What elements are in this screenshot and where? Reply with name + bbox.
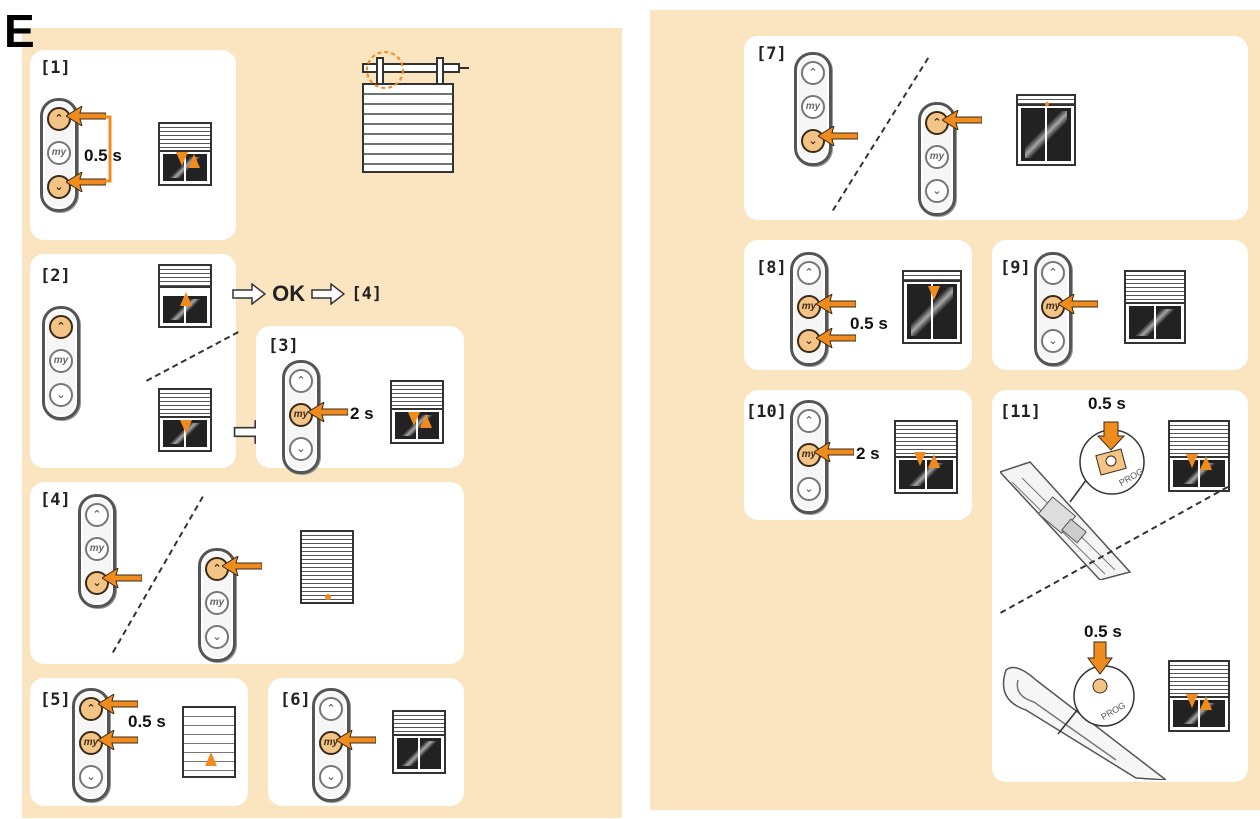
up-button-icon: ⌃ <box>797 261 821 285</box>
up-button-icon: ⌃ <box>797 409 821 433</box>
press-arrow-icon <box>308 402 348 422</box>
hollow-arrow-icon <box>232 283 266 306</box>
my-button-icon: my <box>79 731 103 755</box>
step-5-label: [5] <box>40 690 71 710</box>
shutter-icon <box>1168 660 1230 732</box>
press-arrow-icon <box>816 328 856 348</box>
remote-control-icon: ⌃ my ⌄ <box>794 52 832 166</box>
ok-flow: OK [4] <box>232 280 382 307</box>
timer-label: 2 s <box>350 404 374 423</box>
receiver-prog-icon <box>1000 421 1145 580</box>
down-button-icon: ⌄ <box>205 625 229 649</box>
press-arrow-icon <box>814 442 854 462</box>
up-button-icon: ⌃ <box>49 315 73 339</box>
down-button-icon: ⌄ <box>797 329 821 353</box>
down-button-icon: ⌄ <box>797 477 821 501</box>
press-arrow-icon <box>66 106 106 126</box>
press-arrow-icon <box>102 568 142 588</box>
my-button-icon: my <box>1041 295 1065 319</box>
press-arrow-icon <box>942 110 982 130</box>
remote-control-icon: ⌃ my ⌄ <box>282 360 320 474</box>
hollow-arrow-icon <box>311 283 346 306</box>
remote-control-icon: ⌃ my ⌄ <box>312 688 350 802</box>
shutter-icon <box>182 706 236 778</box>
goto-step-label: [4] <box>351 284 383 305</box>
shutter-icon <box>390 380 444 444</box>
my-button-icon: my <box>85 537 109 561</box>
up-button-icon: ⌃ <box>801 61 825 85</box>
shutter-icon <box>1016 94 1076 166</box>
press-arrow-icon <box>98 730 138 750</box>
up-button-icon: ⌃ <box>319 697 343 721</box>
remote-control-icon: ⌃ my ⌄ <box>198 548 236 662</box>
press-arrow-icon <box>66 172 106 192</box>
up-button-icon: ⌃ <box>85 503 109 527</box>
timer-label: 0.5 s <box>84 146 122 165</box>
down-button-icon: ⌄ <box>47 175 71 199</box>
press-arrow-icon <box>98 694 138 714</box>
shutter-icon <box>158 122 212 186</box>
timer-label: 0.5 s <box>128 712 166 731</box>
step-2-label: [2] <box>40 266 71 286</box>
down-button-icon: ⌄ <box>801 129 825 153</box>
step-11-label: [11] <box>1000 402 1041 422</box>
press-arrow-icon <box>1058 294 1098 314</box>
remote-control-icon: ⌃ my ⌄ <box>790 252 828 366</box>
up-button-icon: ⌃ <box>1041 261 1065 285</box>
shutter-icon <box>392 710 446 774</box>
shutter-icon <box>158 388 212 452</box>
up-button-icon: ⌃ <box>205 557 229 581</box>
down-button-icon: ⌄ <box>49 383 73 407</box>
down-button-icon: ⌄ <box>1041 329 1065 353</box>
timer-label: 2 s <box>856 444 880 463</box>
timer-label: 0.5 s <box>1084 622 1122 641</box>
roller-blind-icon <box>362 51 469 173</box>
my-button-icon: my <box>801 95 825 119</box>
remote-control-icon: ⌃ my ⌄ <box>1034 252 1072 366</box>
remote-prog-icon <box>1002 641 1166 780</box>
shutter-icon <box>1168 420 1230 492</box>
down-button-icon: ⌄ <box>85 571 109 595</box>
timer-label: 0.5 s <box>1088 394 1126 413</box>
step-10-label: [10] <box>746 402 787 422</box>
timer-label: 0.5 s <box>850 314 888 333</box>
section-letter: E <box>4 5 35 57</box>
step-9-label: [9] <box>1000 258 1031 278</box>
my-button-icon: my <box>205 591 229 615</box>
up-button-icon: ⌃ <box>79 697 103 721</box>
press-arrow-icon <box>336 730 376 750</box>
shutter-icon <box>1124 270 1186 344</box>
my-button-icon: my <box>925 145 949 169</box>
step-3-label: [3] <box>268 336 299 356</box>
remote-control-icon: ⌃ my ⌄ <box>78 494 116 608</box>
my-button-icon: my <box>49 349 73 373</box>
shutter-icon <box>300 530 354 604</box>
step-7-label: [7] <box>756 44 787 64</box>
step-8-label: [8] <box>756 258 787 278</box>
remote-control-icon: ⌃ my ⌄ <box>42 306 80 420</box>
step-4-label: [4] <box>40 490 71 510</box>
my-button-icon: my <box>47 141 71 165</box>
press-arrow-icon <box>818 126 858 146</box>
down-button-icon: ⌄ <box>319 765 343 789</box>
step-6-label: [6] <box>280 690 311 710</box>
shutter-icon <box>158 264 212 328</box>
down-button-icon: ⌄ <box>925 179 949 203</box>
press-arrow-icon <box>816 294 856 314</box>
up-button-icon: ⌃ <box>289 369 313 393</box>
bracket-icon <box>102 115 112 183</box>
down-button-icon: ⌄ <box>289 437 313 461</box>
press-arrow-icon <box>222 556 262 576</box>
ok-label: OK <box>272 281 306 307</box>
step-1-label: [1] <box>40 58 71 78</box>
shutter-icon <box>902 270 962 344</box>
down-button-icon: ⌄ <box>79 765 103 789</box>
up-button-icon: ⌃ <box>925 111 949 135</box>
shutter-icon <box>894 420 958 494</box>
